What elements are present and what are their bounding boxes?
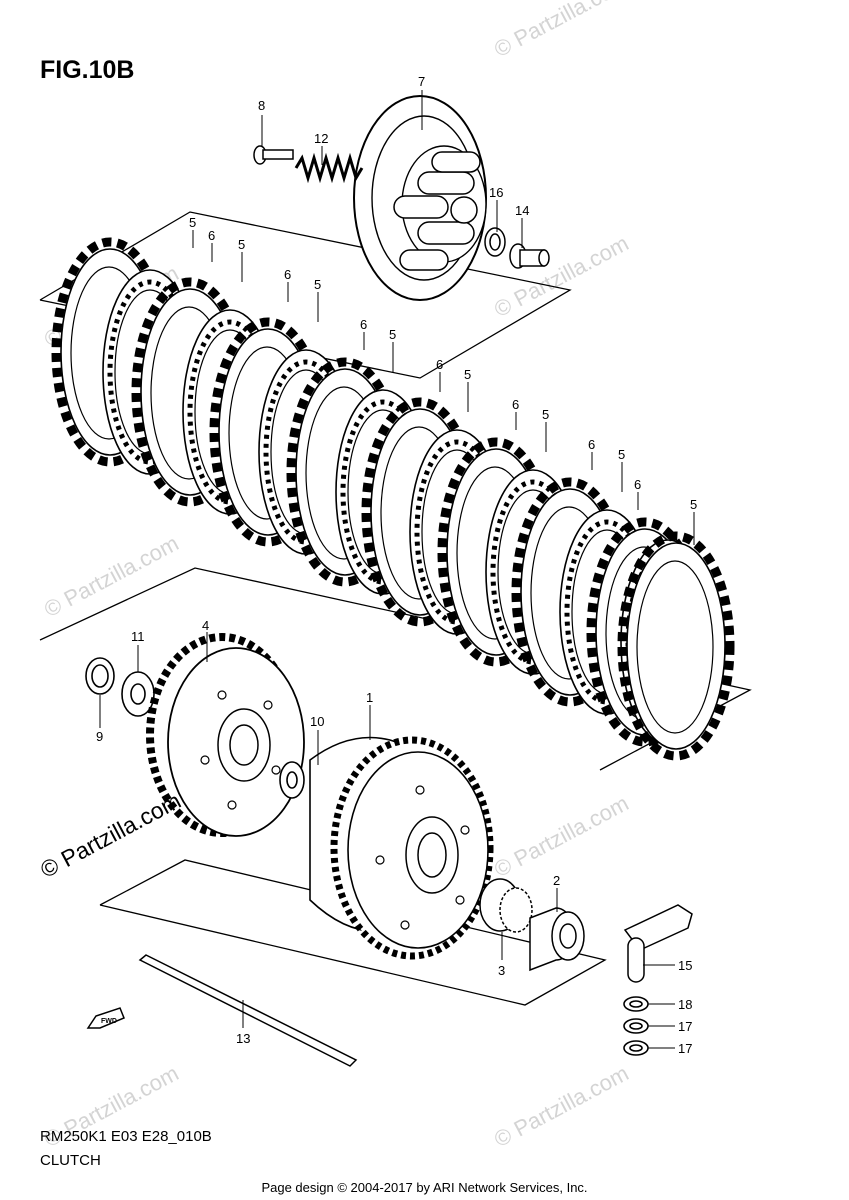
leader-lines [99, 90, 695, 1049]
callout-11: 11 [131, 629, 145, 644]
bearing-16 [484, 227, 506, 257]
bearing-17-lower [623, 1040, 649, 1056]
pressure-bolt [253, 145, 294, 165]
callout-plate: 5 [389, 327, 396, 342]
callout-2: 2 [553, 873, 560, 888]
page-footer: Page design © 2004-2017 by ARI Network S… [261, 1180, 588, 1195]
callout-14: 14 [515, 203, 529, 218]
callout-plate: 6 [512, 397, 519, 412]
callout-9: 9 [96, 729, 103, 744]
callout-15: 15 [678, 958, 692, 973]
callout-4: 4 [202, 618, 209, 633]
clutch-sleeve-hub [146, 633, 305, 837]
callout-plate: 5 [464, 367, 471, 382]
spacer-2 [529, 907, 585, 972]
callout-plate: 5 [618, 447, 625, 462]
callout-1: 1 [366, 690, 373, 705]
callout-8: 8 [258, 98, 265, 113]
callout-plate: 6 [634, 477, 641, 492]
fwd-arrow-icon: FWD [86, 1007, 125, 1029]
primary-driven-gear-housing [309, 736, 494, 960]
push-rod-13 [138, 954, 358, 1067]
clutch-spring [294, 152, 364, 184]
callout-plate: 5 [189, 215, 196, 230]
callout-plate: 5 [238, 237, 245, 252]
callout-plate: 5 [542, 407, 549, 422]
callout-7: 7 [418, 74, 425, 89]
callout-17: 17 [678, 1019, 692, 1034]
callout-plate: 6 [284, 267, 291, 282]
figure-title: FIG.10B [40, 56, 135, 84]
oil-seal-18 [623, 996, 649, 1012]
callout-17: 17 [678, 1041, 692, 1056]
callout-plate: 5 [314, 277, 321, 292]
clutch-plate-stack [56, 242, 730, 756]
model-code: RM250K1 E03 E28_010B [40, 1128, 212, 1145]
callout-16: 16 [489, 185, 503, 200]
callout-plate: 6 [588, 437, 595, 452]
callout-plate: 6 [436, 357, 443, 372]
pressure-plate [353, 95, 487, 301]
callout-plate: 5 [690, 497, 697, 512]
callout-18: 18 [678, 997, 692, 1012]
needle-bearing-3 [479, 878, 533, 933]
release-arm-15 [623, 904, 693, 983]
callout-plate: 6 [208, 228, 215, 243]
section-name: CLUTCH [40, 1152, 101, 1169]
callout-3: 3 [498, 963, 505, 978]
callout-labels: 8 12 7 16 14 4 11 9 10 1 2 3 15 18 17 17… [96, 74, 697, 1056]
callout-10: 10 [310, 714, 324, 729]
callout-13: 13 [236, 1031, 250, 1046]
locknut-9 [85, 657, 115, 695]
thrust-washer-10 [279, 761, 305, 799]
fwd-label: FWD [101, 1018, 117, 1025]
callout-plate: 6 [360, 317, 367, 332]
bearing-17-upper [623, 1018, 649, 1034]
callout-12: 12 [314, 131, 328, 146]
push-piece-14 [509, 243, 550, 269]
